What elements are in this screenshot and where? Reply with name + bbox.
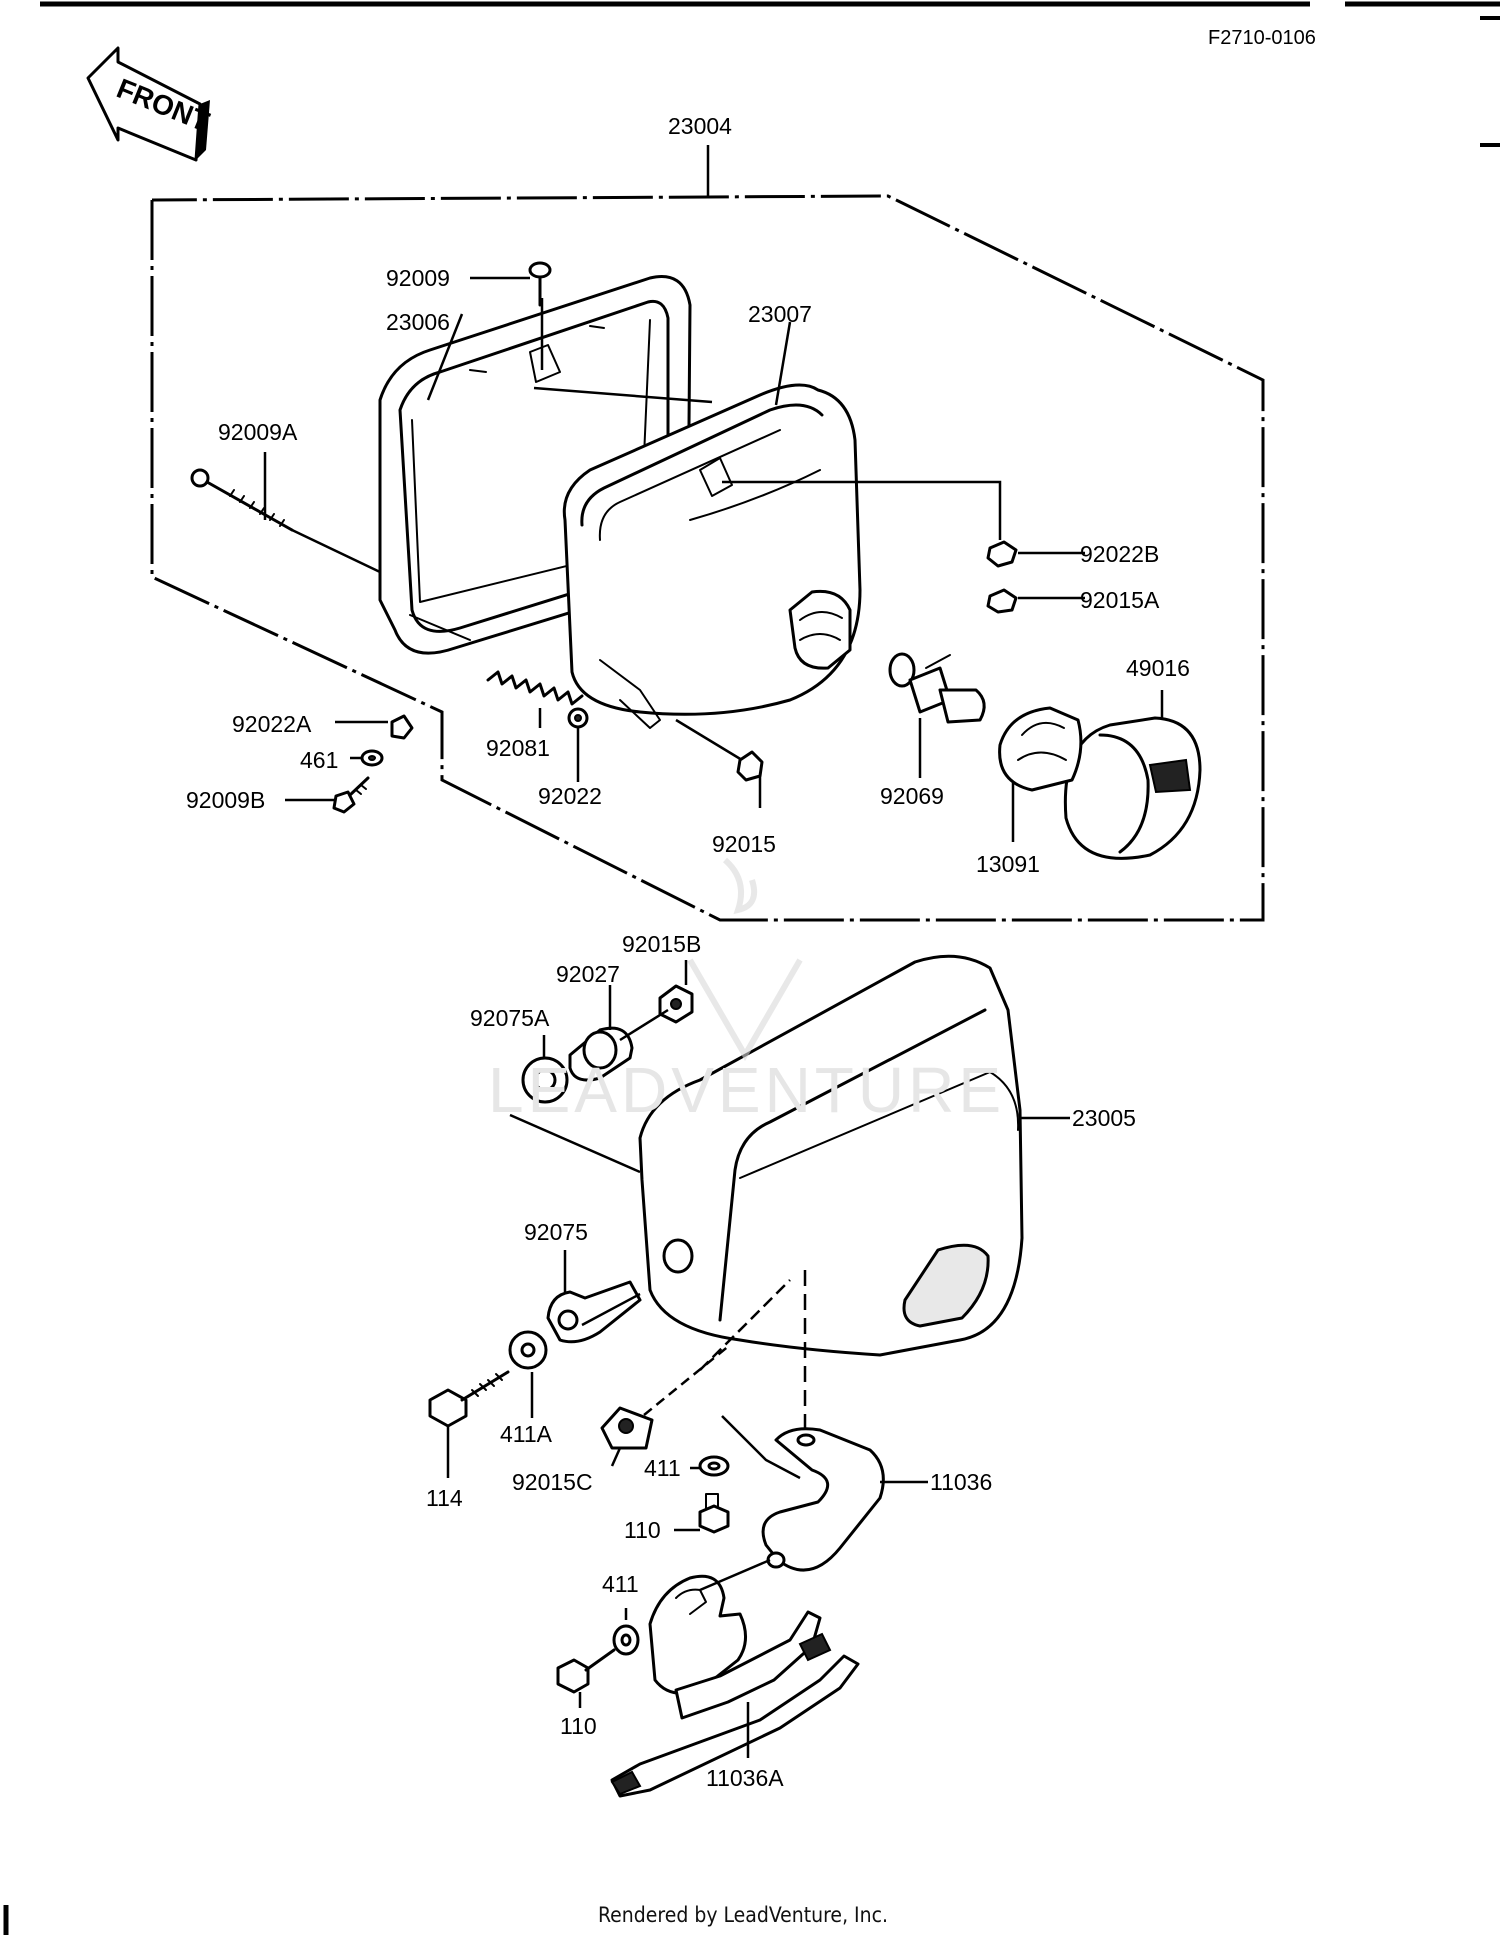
label-23005: 23005: [1072, 1105, 1136, 1131]
label-110-upper: 110: [624, 1517, 661, 1543]
clip-nut-92015C: [600, 1406, 654, 1450]
label-411-upper: 411: [644, 1455, 681, 1481]
label-92009B: 92009B: [186, 787, 265, 813]
bracket-11036A: [610, 1558, 860, 1798]
headlight-housing-23005: [638, 954, 1070, 1357]
label-92009: 92009: [386, 265, 450, 291]
label-92022A: 92022A: [232, 711, 312, 737]
nut-92022B: [986, 540, 1018, 568]
label-11036: 11036: [930, 1469, 992, 1495]
page-border-fragments: [3, 1, 1500, 1935]
label-92075: 92075: [524, 1219, 588, 1245]
screw-92009: [528, 261, 552, 307]
label-92027: 92027: [556, 961, 620, 987]
washer-411-upper: [690, 1455, 730, 1477]
watermark-logo: LEADVENTURE: [488, 857, 1005, 1126]
label-92015: 92015: [712, 831, 776, 857]
label-92009A: 92009A: [218, 419, 298, 445]
bulb-socket-13091: [998, 706, 1083, 792]
front-arrow-icon: FRONT: [86, 46, 214, 162]
label-92069: 92069: [880, 783, 944, 809]
leaders-housing-top: [509, 960, 688, 1174]
sealed-beam-23007: [562, 383, 862, 729]
bulb-92069: [888, 652, 986, 724]
leaders-top-assembly: [263, 276, 1164, 842]
long-screw-92009A: [190, 468, 294, 532]
label-110-lower: 110: [560, 1713, 597, 1739]
label-92015B: 92015B: [622, 931, 701, 957]
rubber-boot-49016: [1063, 716, 1202, 860]
bolt-110-lower: [556, 1648, 616, 1708]
part-labels: 23004 92009 23006 23007 92009A 92022B 92…: [186, 113, 1190, 1791]
nut-92015: [736, 750, 764, 782]
nut-92015B: [658, 984, 694, 1024]
footer-credit: Rendered by LeadVenture, Inc.: [598, 1903, 888, 1927]
collar-92075: [546, 1280, 642, 1344]
label-49016: 49016: [1126, 655, 1190, 681]
nut-92022: [567, 707, 589, 729]
bracket-11036: [721, 1415, 928, 1572]
collar-92027: [568, 1026, 634, 1082]
washer-461: [360, 749, 384, 767]
label-411A: 411A: [500, 1421, 553, 1447]
label-11036A: 11036A: [706, 1765, 784, 1791]
label-461: 461: [300, 747, 338, 773]
washer-92075A: [521, 1056, 569, 1104]
spring-92081: [486, 670, 584, 706]
watermark-text: LEADVENTURE: [488, 1054, 1005, 1126]
label-13091: 13091: [976, 851, 1040, 877]
label-92081: 92081: [486, 735, 550, 761]
label-92015A: 92015A: [1080, 587, 1160, 613]
label-92022B: 92022B: [1080, 541, 1159, 567]
label-92015C: 92015C: [512, 1469, 593, 1495]
label-92075A: 92075A: [470, 1005, 550, 1031]
assembly-frame-23004: [150, 145, 1265, 922]
bolt-114: [428, 1370, 510, 1428]
washer-411-lower: [612, 1608, 640, 1656]
nut-92022A: [390, 714, 414, 740]
label-92022: 92022: [538, 783, 602, 809]
label-411-lower: 411: [602, 1571, 639, 1597]
label-23006: 23006: [386, 309, 450, 335]
bolt-110-upper: [674, 1493, 730, 1534]
leaders-housing-bottom: [446, 1250, 807, 1478]
label-23007: 23007: [748, 301, 812, 327]
nut-92015A: [986, 588, 1018, 614]
screw-92009B: [332, 776, 370, 814]
label-114: 114: [426, 1485, 463, 1511]
washer-411A: [508, 1330, 548, 1370]
label-23004: 23004: [668, 113, 732, 139]
diagram-code: F2710-0106: [1208, 27, 1316, 49]
